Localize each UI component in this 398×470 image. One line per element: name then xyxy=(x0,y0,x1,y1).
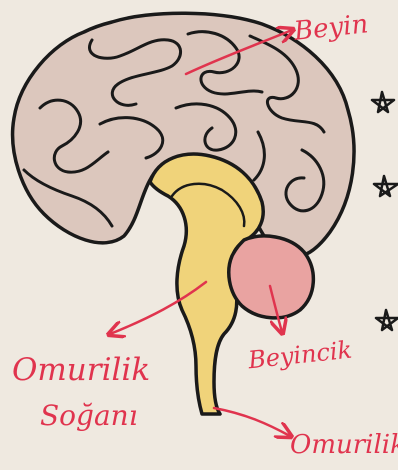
label-beyin: Beyin xyxy=(293,11,370,45)
label-omurilik-sogani-line2: Soğanı xyxy=(40,402,138,430)
label-omurilik: Omurilik xyxy=(290,432,398,458)
cerebellum-shape xyxy=(229,236,314,318)
star-icon xyxy=(376,310,398,330)
arrow-omurilik xyxy=(214,408,290,436)
margin-stars xyxy=(372,92,398,330)
star-icon xyxy=(372,92,394,112)
label-omurilik-sogani-line1: Omurilik xyxy=(12,355,150,386)
cerebrum-shape xyxy=(13,13,354,257)
star-icon xyxy=(374,176,398,196)
